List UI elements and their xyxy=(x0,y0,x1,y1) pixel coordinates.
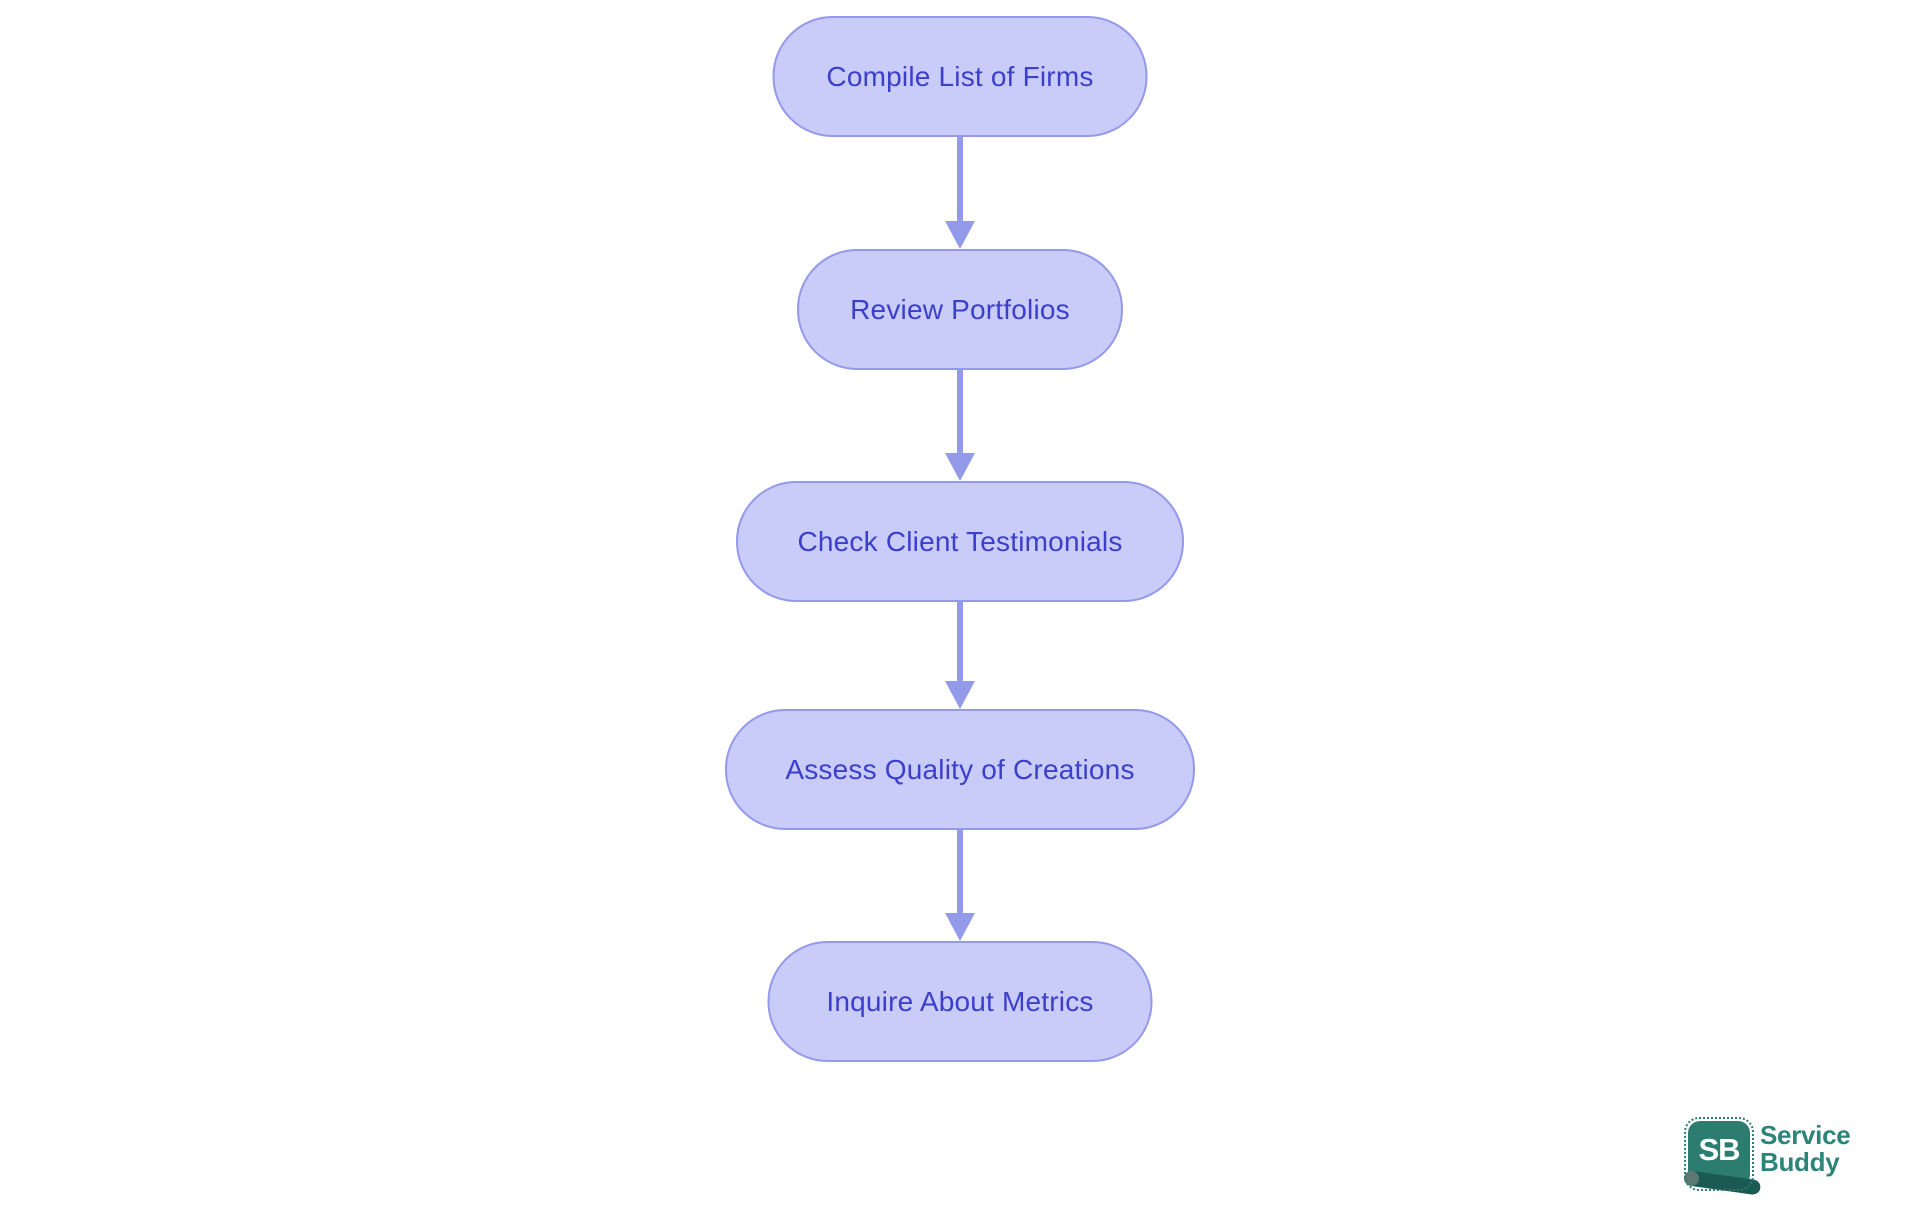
arrow-stem xyxy=(957,137,963,225)
service-buddy-badge-icon: SB xyxy=(1683,1117,1762,1196)
node-label: Inquire About Metrics xyxy=(826,985,1094,1017)
flow-node-compile-list-of-firms: Compile List of Firms xyxy=(772,16,1148,137)
flow-node-check-client-testimonials: Check Client Testimonials xyxy=(736,481,1184,602)
node-label: Review Portfolios xyxy=(850,293,1070,325)
badge-initials: SB xyxy=(1698,1132,1740,1167)
node-label: Compile List of Firms xyxy=(826,60,1094,92)
service-buddy-logo: SB Service Buddy xyxy=(1683,1117,1851,1196)
connector-arrow-3 xyxy=(945,600,975,709)
node-label: Assess Quality of Creations xyxy=(785,753,1135,785)
node-label: Check Client Testimonials xyxy=(797,525,1123,557)
brand-name-line2: Buddy xyxy=(1760,1147,1840,1177)
arrow-stem xyxy=(957,370,963,457)
brand-name-line1: Service xyxy=(1760,1120,1851,1150)
arrow-head-icon xyxy=(945,221,975,249)
flow-node-review-portfolios: Review Portfolios xyxy=(797,249,1123,370)
arrow-head-icon xyxy=(945,453,975,481)
badge-roll-decoration xyxy=(1683,1170,1762,1196)
flow-node-assess-quality-of-creations: Assess Quality of Creations xyxy=(725,709,1195,830)
arrow-stem xyxy=(957,600,963,685)
connector-arrow-4 xyxy=(945,830,975,941)
flow-node-inquire-about-metrics: Inquire About Metrics xyxy=(767,941,1153,1062)
brand-name: Service Buddy xyxy=(1760,1120,1851,1177)
connector-arrow-2 xyxy=(945,370,975,481)
arrow-stem xyxy=(957,830,963,917)
arrow-head-icon xyxy=(945,681,975,709)
connector-arrow-1 xyxy=(945,137,975,249)
arrow-head-icon xyxy=(945,913,975,941)
